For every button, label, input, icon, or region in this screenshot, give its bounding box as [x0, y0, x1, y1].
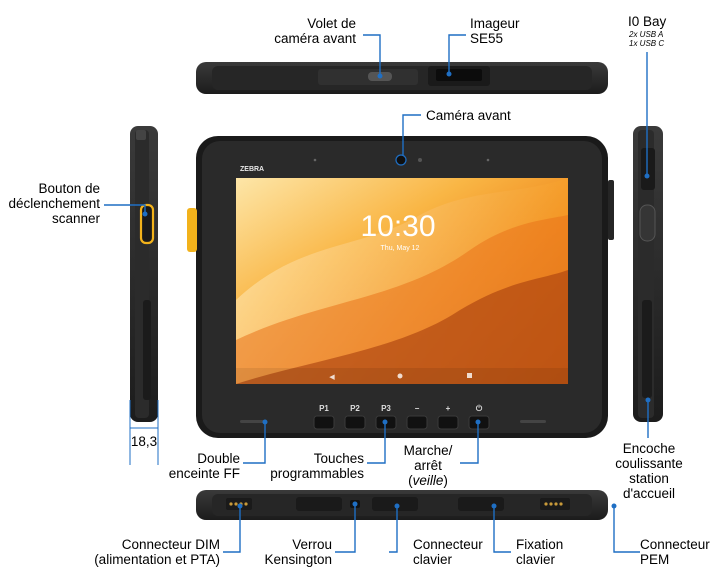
- key-label: P2: [350, 404, 360, 413]
- label-thickness: 18,3: [130, 434, 158, 449]
- power-icon: ⏻: [476, 404, 483, 413]
- tablet-right-side-view: [633, 126, 663, 422]
- label-io-usb-c: 1x USB C: [629, 39, 665, 48]
- svg-text:◀: ◀: [329, 374, 335, 381]
- tablet-front-view: ZEBRA 10:30 Thu, May 12 ◀ P1 P2 P3 − + ⏻: [187, 136, 614, 438]
- leader-lines: [104, 34, 651, 553]
- speaker-left: [240, 420, 266, 423]
- key-minus: [406, 415, 428, 430]
- front-camera: [395, 154, 407, 166]
- tablet-left-side-view: [130, 126, 158, 422]
- key-plus: [437, 415, 459, 430]
- speaker-right: [520, 420, 546, 423]
- key-p1: [313, 415, 335, 430]
- key-p2: [344, 415, 366, 430]
- label-front-camera: Caméra avant: [426, 108, 511, 123]
- label-power: Marche/arrêt (veille): [403, 443, 453, 488]
- programmable-keys: [313, 415, 490, 430]
- screen-time: 10:30: [360, 210, 435, 243]
- tablet-top-view: [196, 62, 608, 94]
- screen-date: Thu, May 12: [381, 245, 420, 252]
- tablet-bottom-view: [196, 490, 608, 520]
- key-label: P3: [381, 404, 391, 413]
- label-io-usb-a: 2x USB A: [629, 30, 664, 39]
- side-yellow-trigger: [187, 208, 197, 252]
- key-label: +: [446, 404, 451, 413]
- label-dim-connector: Connecteur DIM(alimentation et PTA): [94, 537, 220, 567]
- label-io-bay: I0 Bay: [628, 14, 667, 29]
- key-label: P1: [319, 404, 329, 413]
- brand-logo: ZEBRA: [240, 166, 264, 173]
- scanner-trigger-button: [139, 203, 155, 245]
- key-label: −: [415, 404, 420, 413]
